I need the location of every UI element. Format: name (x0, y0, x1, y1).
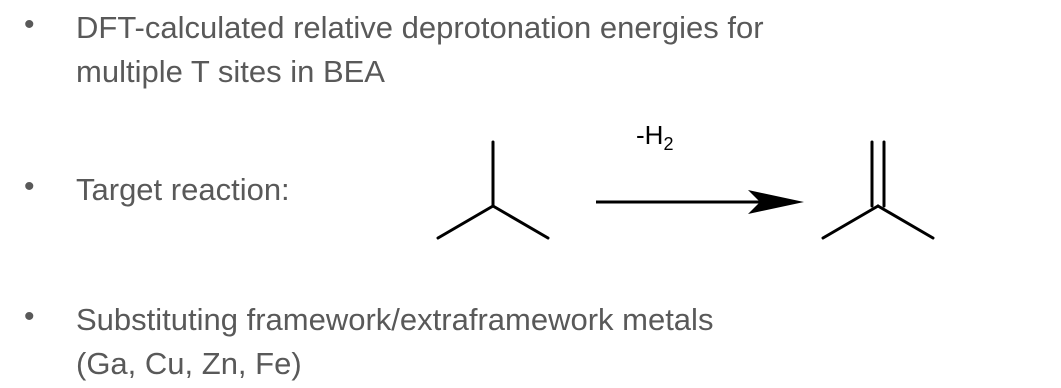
bullet-text-dft: DFT-calculated relative deprotonation en… (76, 6, 764, 94)
reagent-subscript: 2 (663, 134, 674, 154)
bullet-line: DFT-calculated relative deprotonation en… (76, 10, 764, 45)
bullet-text-metals: Substituting framework/extraframework me… (76, 298, 713, 386)
bullet-marker: • (24, 300, 35, 333)
bullet-marker: • (24, 8, 35, 41)
bullet-marker: • (24, 170, 35, 203)
bond (491, 204, 550, 240)
reagent-prefix: -H (636, 120, 664, 150)
arrow-head (748, 190, 804, 214)
bond (821, 204, 880, 240)
reaction-svg (436, 140, 935, 240)
bullet-line: Target reaction: (76, 172, 290, 207)
reaction-scheme: -H2 (420, 120, 960, 250)
bond (876, 204, 935, 240)
isobutylene-structure (821, 140, 935, 240)
bullet-line: Substituting framework/extraframework me… (76, 302, 714, 337)
reagent-label: -H2 (636, 120, 673, 153)
bullet-line: (Ga, Cu, Zn, Fe) (76, 346, 302, 381)
bullet-line: multiple T sites in BEA (76, 54, 385, 89)
bullet-text-target-reaction: Target reaction: (76, 168, 290, 212)
reaction-arrow (596, 190, 804, 214)
isobutane-structure (436, 140, 550, 240)
bond (436, 204, 495, 240)
